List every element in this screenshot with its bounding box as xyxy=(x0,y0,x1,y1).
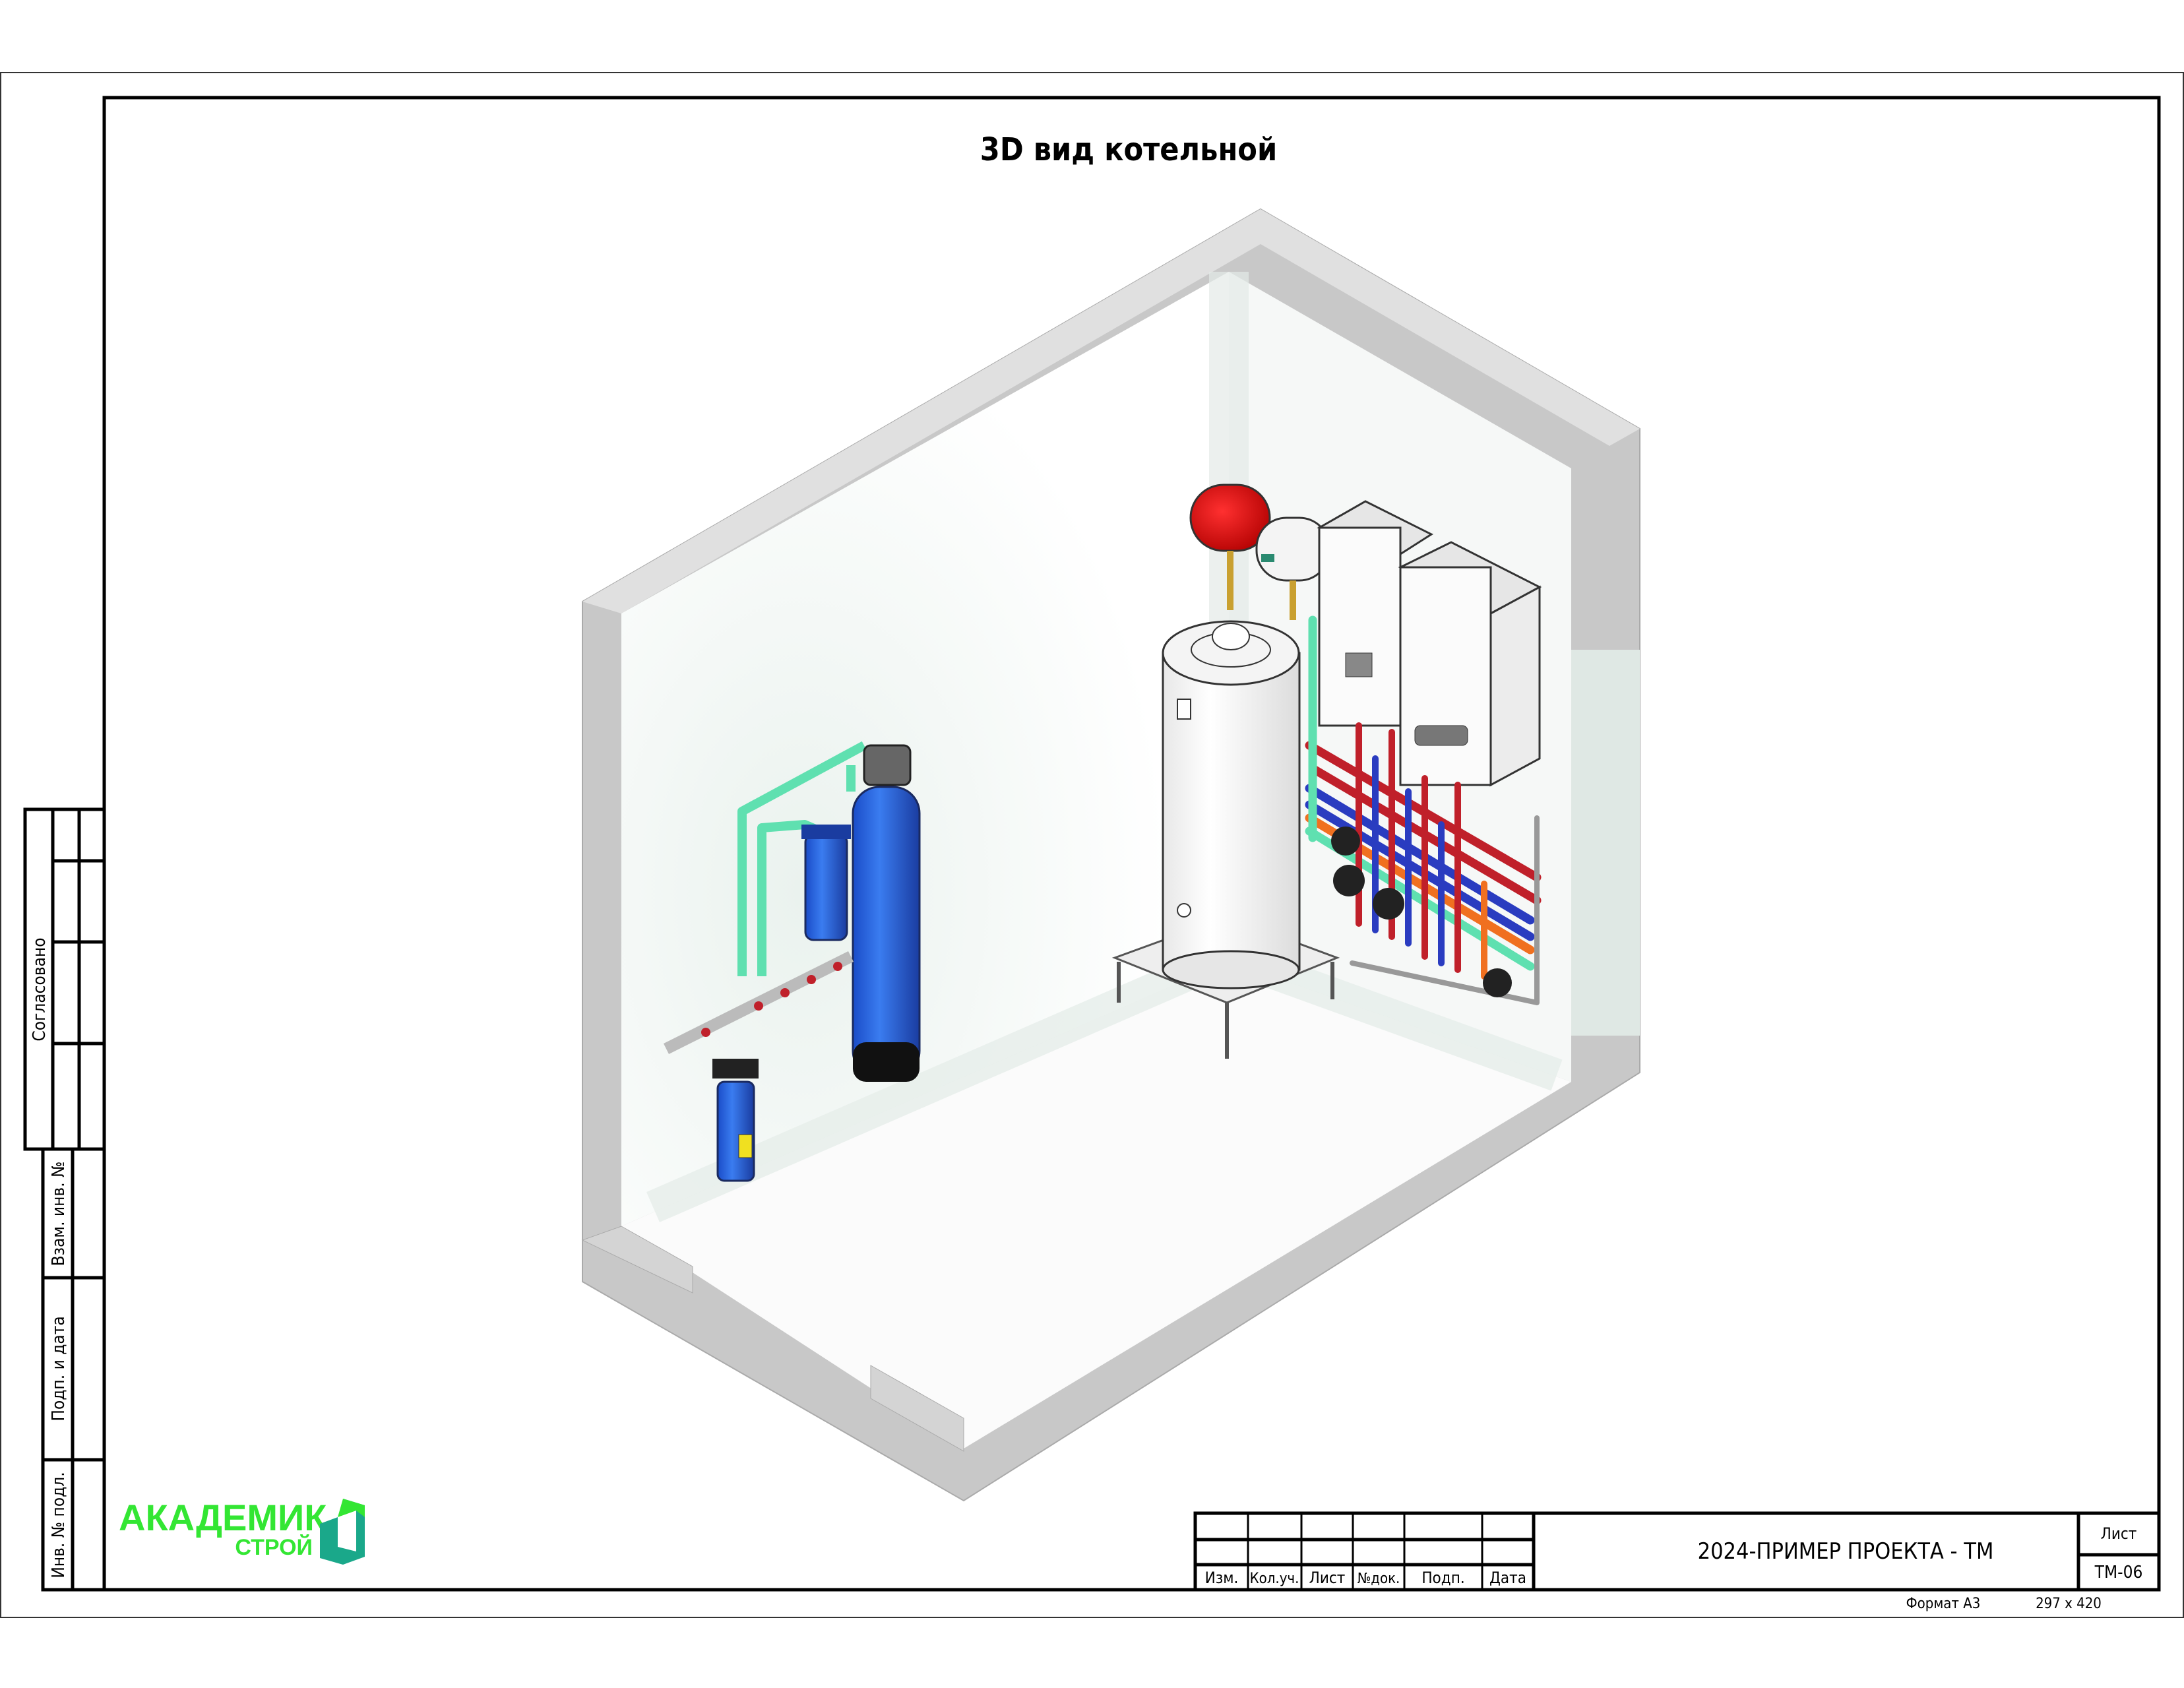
col-date: Дата xyxy=(1489,1569,1526,1587)
logo-house-icon xyxy=(320,1499,365,1565)
col-izm: Изм. xyxy=(1205,1569,1239,1587)
pressure-reducer xyxy=(738,1134,753,1158)
softener-control-head xyxy=(863,744,912,786)
col-sign: Подп. xyxy=(1421,1569,1464,1587)
logo-sub: СТРОЙ xyxy=(235,1534,313,1560)
sheet-label: Лист xyxy=(2101,1524,2137,1543)
stamp-agreed: Согласовано xyxy=(30,937,49,1041)
softener-base xyxy=(853,1042,920,1082)
col-kol-uch: Кол.уч. xyxy=(1250,1571,1299,1587)
water-treatment xyxy=(663,741,921,1182)
mounting-rail xyxy=(1350,815,1540,1005)
stamp-inv-orig: Инв. № подл. xyxy=(49,1472,69,1578)
col-doc-no: №док. xyxy=(1357,1571,1400,1587)
boiler-1-display xyxy=(1345,652,1373,677)
cylinder-badge xyxy=(1177,699,1191,720)
col-list: Лист xyxy=(1309,1569,1346,1587)
side-stamp-block xyxy=(23,807,106,1592)
cylinder-inspection-port xyxy=(1177,903,1191,918)
wall-top-cap-light xyxy=(582,209,1640,613)
company-logo: АКАДЕМИК СТРОЙ xyxy=(119,1497,365,1565)
cylinder-top xyxy=(1162,620,1300,686)
expansion-tank-dhw xyxy=(1255,516,1330,620)
boiler-unit-2 xyxy=(1398,541,1542,787)
water-heater-cylinder xyxy=(1111,620,1340,1059)
boiler-unit-1 xyxy=(1317,500,1434,727)
sheet-value: ТМ-06 xyxy=(2094,1563,2143,1582)
softener-vessel xyxy=(852,786,921,1078)
right-wall-lower-tint xyxy=(1571,650,1640,1036)
circulation-pumps xyxy=(1331,827,1512,997)
pipe-return xyxy=(1305,784,1535,925)
format-label: Формат А3 xyxy=(1906,1596,1981,1612)
stamp-sign-date: Подп. и дата xyxy=(49,1316,69,1421)
threshold-block-front xyxy=(870,1365,964,1452)
floor xyxy=(621,961,1571,1449)
left-wall-face xyxy=(621,272,1229,1226)
prefilter-housing xyxy=(804,833,848,941)
logo-name: АКАДЕМИК xyxy=(119,1497,327,1538)
drawing-title: 3D вид котельной xyxy=(980,131,1277,168)
project-code: 2024-ПРИМЕР ПРОЕКТА - ТМ xyxy=(1698,1538,1994,1565)
cylinder-dome xyxy=(1212,623,1250,650)
boiler-2-display xyxy=(1414,725,1468,746)
stamp-replace-inv: Взам. инв. № xyxy=(49,1162,69,1266)
expansion-tank-heating xyxy=(1189,484,1271,610)
valves xyxy=(701,962,842,1037)
format-size: 297 x 420 xyxy=(2036,1596,2102,1612)
fine-filter-housing xyxy=(716,1080,755,1182)
logo-house-roof-icon xyxy=(338,1499,365,1517)
sheet-outer-border xyxy=(0,72,2184,1618)
threshold-block-left xyxy=(581,1226,693,1294)
stand-legs xyxy=(1117,962,1334,1059)
cylinder-bottom xyxy=(1162,950,1300,989)
title-block xyxy=(1193,1511,2161,1592)
